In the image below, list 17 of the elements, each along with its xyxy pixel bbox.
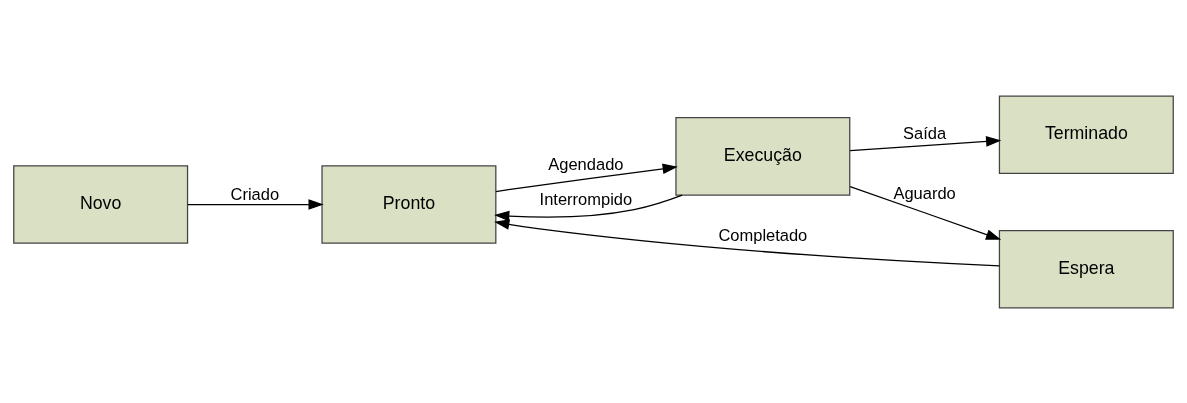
arrow — [494, 194, 683, 221]
arrow — [849, 135, 1002, 151]
edge-label: Saída — [903, 123, 947, 142]
node-box: Terminado — [998, 94, 1174, 174]
arrow — [187, 198, 324, 210]
node-box: Execução — [675, 116, 851, 196]
arrow — [494, 218, 1001, 266]
edge-label: Interrompido — [539, 189, 633, 208]
edge-label: Agendado — [548, 154, 624, 173]
edge-label: Criado — [230, 184, 280, 203]
node-box: Espera — [998, 229, 1174, 309]
arrow — [495, 163, 678, 192]
node-box: Novo — [13, 164, 189, 244]
edge-label: Aguardo — [893, 183, 956, 202]
edge-label: Completado — [718, 225, 808, 244]
arrow — [849, 185, 1002, 240]
node-box: Pronto — [321, 164, 497, 244]
